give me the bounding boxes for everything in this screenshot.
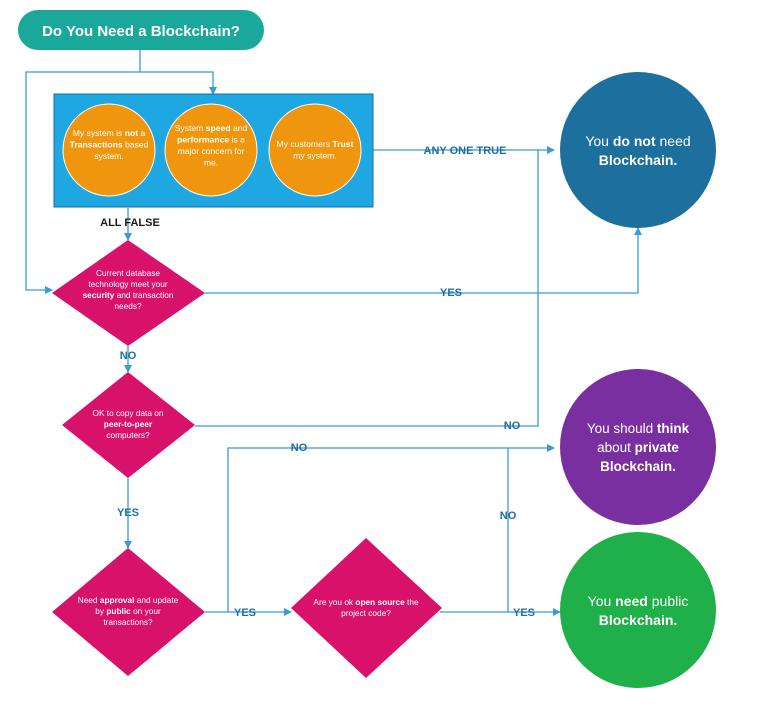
text-run: and <box>231 123 248 133</box>
label-no-open-source: NO <box>500 510 517 522</box>
edge-labels: ANY ONE TRUE ALL FALSE YES NO NO YES NO … <box>100 145 535 619</box>
text-run: My customers <box>277 139 333 149</box>
title-banner: Do You Need a Blockchain? <box>18 10 264 50</box>
text-run: transactions? <box>103 617 153 627</box>
label-yes-security: YES <box>440 287 462 299</box>
label-yes-peer: YES <box>117 507 139 519</box>
page-title: Do You Need a Blockchain? <box>42 23 240 40</box>
text-run: Blockchain. <box>600 459 676 474</box>
text-run: me. <box>204 158 218 168</box>
text-run: My system is <box>73 128 125 138</box>
text-run: You should <box>587 421 657 436</box>
text-run: and update <box>134 595 178 605</box>
text-run: Trust <box>332 139 353 149</box>
text-run: System <box>175 123 206 133</box>
condition-3-circle <box>268 103 362 197</box>
decision-approval: Need approval and update by public on you… <box>52 548 205 676</box>
text-run: my system. <box>293 151 336 161</box>
text-run: security <box>83 290 115 300</box>
text-run: Are you ok <box>313 597 355 607</box>
condition-3-text: My customers Trust my system. <box>277 139 354 161</box>
text-run: speed <box>206 123 231 133</box>
connector-peer-no <box>195 150 539 427</box>
label-yes-open-source: YES <box>513 607 535 619</box>
text-run: system. <box>94 151 124 161</box>
connector-title-to-security-decision <box>25 71 140 294</box>
label-all-false: ALL FALSE <box>100 217 160 229</box>
text-run: Need <box>78 595 100 605</box>
text-run: Blockchain. <box>599 612 678 628</box>
label-no-security: NO <box>120 350 137 362</box>
text-run: is a <box>229 135 245 145</box>
text-run: OK to copy data on <box>92 408 163 418</box>
text-run: public <box>106 606 131 616</box>
text-run: on your <box>131 606 161 616</box>
text-run: need <box>656 133 691 149</box>
text-run: computers? <box>106 430 150 440</box>
text-run: private <box>635 440 680 455</box>
decision-approval-text: Need approval and update by public on you… <box>78 595 179 627</box>
text-run: not <box>125 128 138 138</box>
label-no-peer: NO <box>504 420 521 432</box>
text-run: based <box>123 140 149 150</box>
text-run: Current database <box>96 268 160 278</box>
text-run: approval <box>100 595 135 605</box>
text-run: think <box>657 421 690 436</box>
text-run: Transactions <box>70 140 123 150</box>
label-no-approval: NO <box>291 442 308 454</box>
text-run: You <box>588 593 616 609</box>
text-run: do not <box>613 133 656 149</box>
text-run: You <box>585 133 613 149</box>
text-run: technology meet your <box>88 279 168 289</box>
label-yes-approval: YES <box>234 607 256 619</box>
condition-1-circle <box>62 103 156 197</box>
text-run: need <box>615 593 648 609</box>
text-run: by <box>95 606 106 616</box>
connectors <box>25 50 642 616</box>
text-run: peer-to-peer <box>104 419 153 429</box>
text-run: the <box>405 597 419 607</box>
connector-security-yes <box>205 227 642 294</box>
decision-open-source-text: Are you ok open source the project code? <box>313 597 419 618</box>
text-run: open source <box>355 597 405 607</box>
text-run: public <box>648 593 688 609</box>
connector-approval-no <box>227 444 555 612</box>
text-run: project code? <box>341 608 391 618</box>
decision-open-source: Are you ok open source the project code? <box>291 538 442 678</box>
text-run: about <box>597 440 635 455</box>
text-run: major concern for <box>178 146 245 156</box>
text-run: needs? <box>114 301 142 311</box>
text-run: Blockchain. <box>599 152 678 168</box>
text-run: performance <box>177 135 229 145</box>
text-run: and transaction <box>114 290 173 300</box>
connector-title-to-conditions <box>139 50 217 95</box>
label-any-one-true: ANY ONE TRUE <box>424 145 507 157</box>
condition-2-circle <box>164 103 258 197</box>
text-run: a <box>138 128 145 138</box>
